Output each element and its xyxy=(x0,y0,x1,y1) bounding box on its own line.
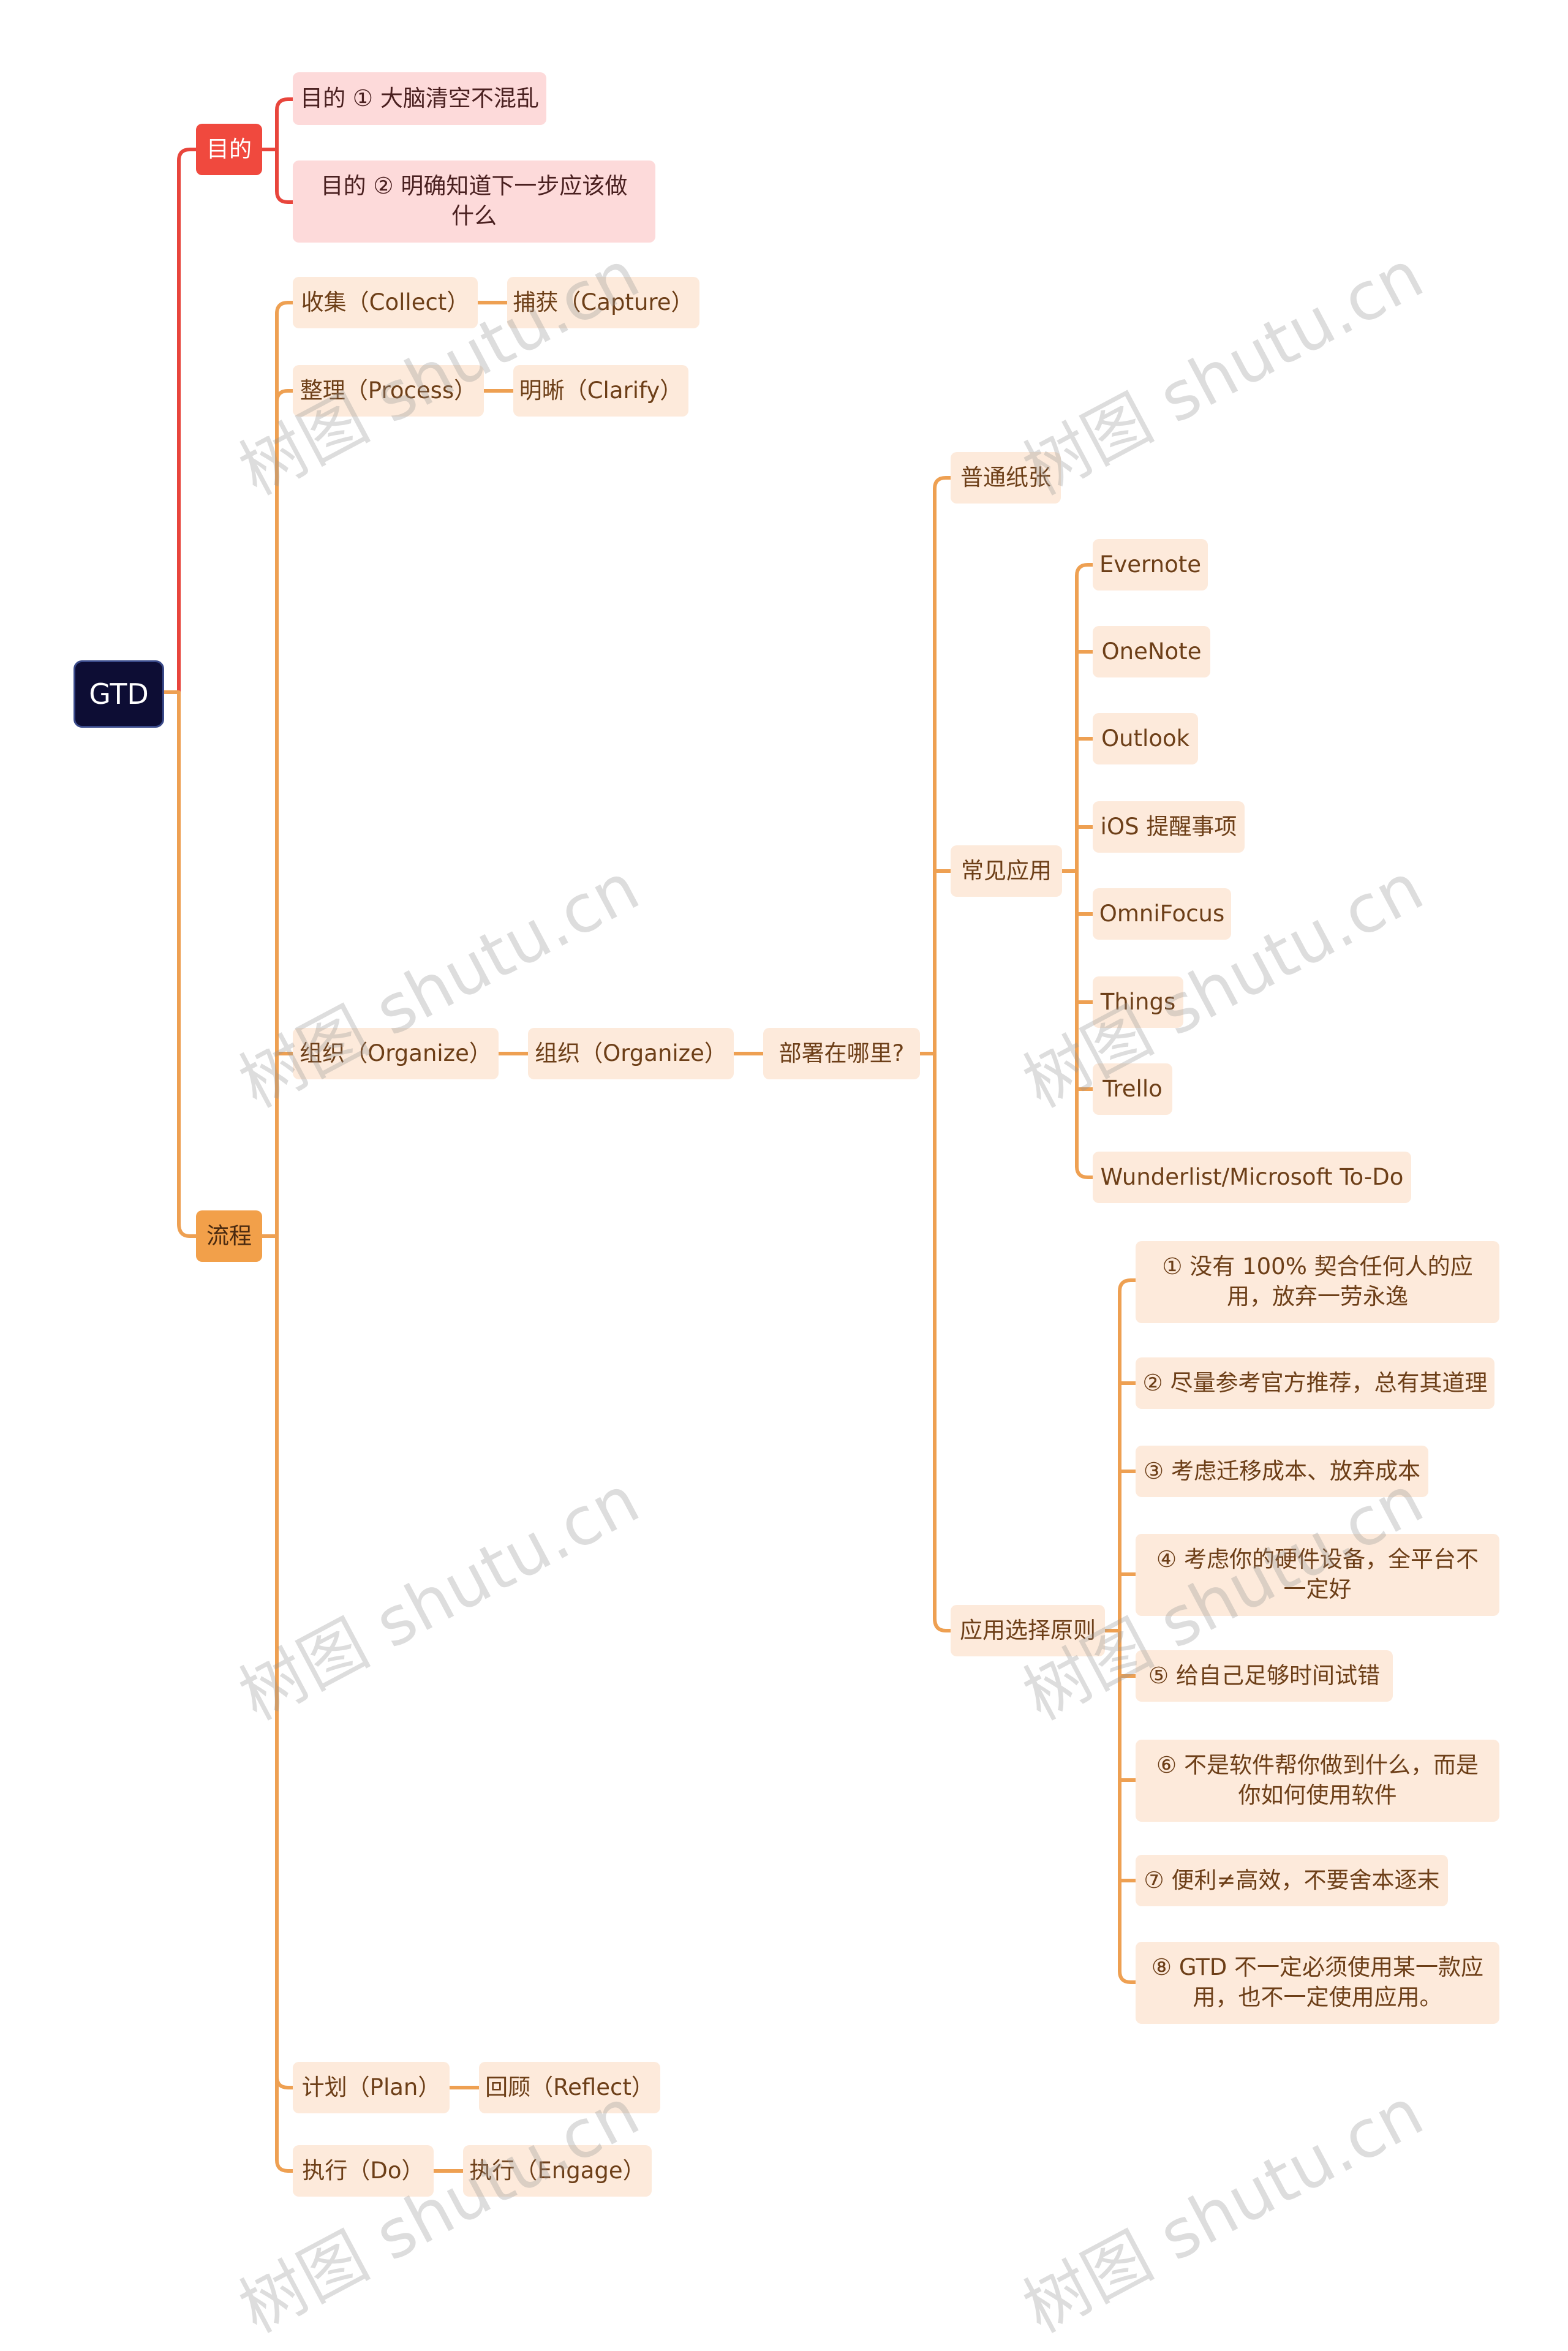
reflect-node[interactable]: 回顾（Reflect） xyxy=(479,2062,660,2113)
link-root-purpose xyxy=(162,148,198,694)
link-root-process xyxy=(162,690,198,1238)
principle-7[interactable]: ⑦ 便利≠高效，不要舍本逐末 xyxy=(1136,1855,1448,1906)
principles-node[interactable]: 应用选择原则 xyxy=(951,1605,1105,1656)
link-apps-items xyxy=(1060,563,1095,1179)
organize-node[interactable]: 组织（Organize） xyxy=(293,1028,499,1079)
purpose-item-1[interactable]: 目的 ① 大脑清空不混乱 xyxy=(293,72,546,125)
app-onenote[interactable]: OneNote xyxy=(1093,626,1210,677)
engage-node[interactable]: 执行（Engage） xyxy=(463,2145,652,2197)
app-wunderlist[interactable]: Wunderlist/Microsoft To-Do xyxy=(1093,1152,1411,1203)
principle-1[interactable]: ① 没有 100% 契合任何人的应用，放弃一劳永逸 xyxy=(1136,1241,1499,1323)
principle-2[interactable]: ② 尽量参考官方推荐，总有其道理 xyxy=(1136,1357,1494,1409)
principle-3[interactable]: ③ 考虑迁移成本、放弃成本 xyxy=(1136,1446,1428,1497)
plan-node[interactable]: 计划（Plan） xyxy=(293,2062,450,2113)
paper-node[interactable]: 普通纸张 xyxy=(951,452,1061,504)
link-deploy-items xyxy=(918,476,952,1632)
app-outlook[interactable]: Outlook xyxy=(1093,713,1198,764)
app-trello[interactable]: Trello xyxy=(1093,1063,1172,1115)
app-evernote[interactable]: Evernote xyxy=(1093,539,1208,591)
deploy-node[interactable]: 部署在哪里? xyxy=(763,1028,920,1079)
root-node[interactable]: GTD xyxy=(74,660,164,728)
do-node[interactable]: 执行（Do） xyxy=(293,2145,434,2197)
apps-node[interactable]: 常见应用 xyxy=(951,845,1062,897)
app-omnifocus[interactable]: OmniFocus xyxy=(1093,888,1231,940)
principle-5[interactable]: ⑤ 给自己足够时间试错 xyxy=(1136,1650,1393,1702)
link-purpose-items xyxy=(260,97,295,204)
purpose-item-2[interactable]: 目的 ② 明确知道下一步应该做什么 xyxy=(293,160,655,243)
link-principles-items xyxy=(1103,1278,1137,1984)
process-node[interactable]: 流程 xyxy=(196,1210,262,1262)
principle-6[interactable]: ⑥ 不是软件帮你做到什么，而是你如何使用软件 xyxy=(1136,1740,1499,1822)
clarify-node[interactable]: 明晰（Clarify） xyxy=(513,365,688,417)
capture-node[interactable]: 捕获（Capture） xyxy=(507,277,699,328)
principle-8[interactable]: ⑧ GTD 不一定必须使用某一款应用，也不一定使用应用。 xyxy=(1136,1942,1499,2024)
link-process-items xyxy=(260,301,295,2173)
principle-4[interactable]: ④ 考虑你的硬件设备，全平台不一定好 xyxy=(1136,1534,1499,1616)
collect-node[interactable]: 收集（Collect） xyxy=(293,277,478,328)
process-step-node[interactable]: 整理（Process） xyxy=(293,365,484,417)
organize-child-node[interactable]: 组织（Organize） xyxy=(528,1028,734,1079)
purpose-node[interactable]: 目的 xyxy=(196,124,262,175)
app-things[interactable]: Things xyxy=(1093,976,1183,1028)
mind-map: GTD 目的 目的 ① 大脑清空不混乱 目的 ② 明确知道下一步应该做什么 流程… xyxy=(74,72,1499,2347)
connector-lines xyxy=(162,97,1137,2173)
app-ios-reminders[interactable]: iOS 提醒事项 xyxy=(1093,801,1245,853)
